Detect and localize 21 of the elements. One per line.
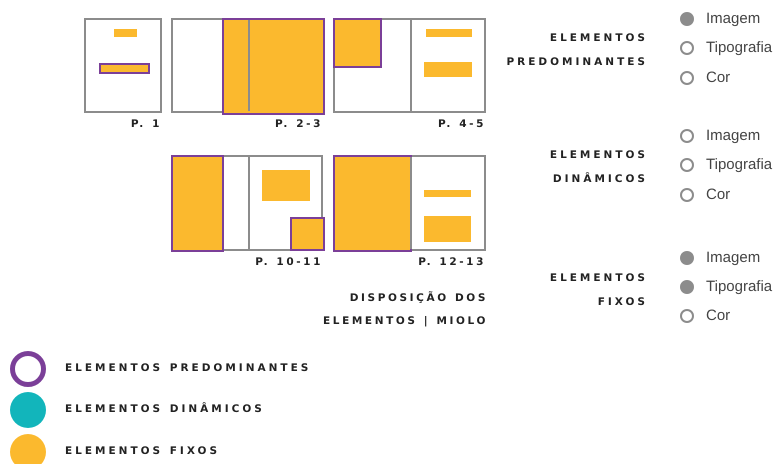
option-label: Cor [706, 69, 730, 87]
legend-label: ELEMENTOS DINÂMICOS [65, 403, 265, 415]
category-heading: ELEMENTOS FIXOS [548, 271, 648, 310]
option-label: Cor [706, 307, 730, 325]
category-heading: ELEMENTOS DINÂMICOS [548, 148, 648, 187]
legend-label: ELEMENTOS FIXOS [65, 445, 220, 457]
caption: DISPOSIÇÃO DOS ELEMENTOS | MIOLO [322, 290, 488, 329]
option-label: Imagem [706, 249, 760, 267]
page-label: P. 12-13 [418, 256, 486, 268]
option-label: Tipografia [706, 39, 772, 57]
option-label: Cor [706, 186, 730, 204]
page-label: P. 1 [130, 118, 162, 130]
option-label: Imagem [706, 10, 760, 28]
category-heading: ELEMENTOS PREDOMINANTES [505, 31, 648, 70]
option-label: Tipografia [706, 278, 772, 296]
page-label: P. 4-5 [438, 118, 486, 130]
legend-label: ELEMENTOS PREDOMINANTES [65, 362, 312, 374]
page-label: P. 10-11 [255, 256, 323, 268]
page-label: P. 2-3 [275, 118, 323, 130]
option-label: Imagem [706, 127, 760, 145]
option-label: Tipografia [706, 156, 772, 174]
